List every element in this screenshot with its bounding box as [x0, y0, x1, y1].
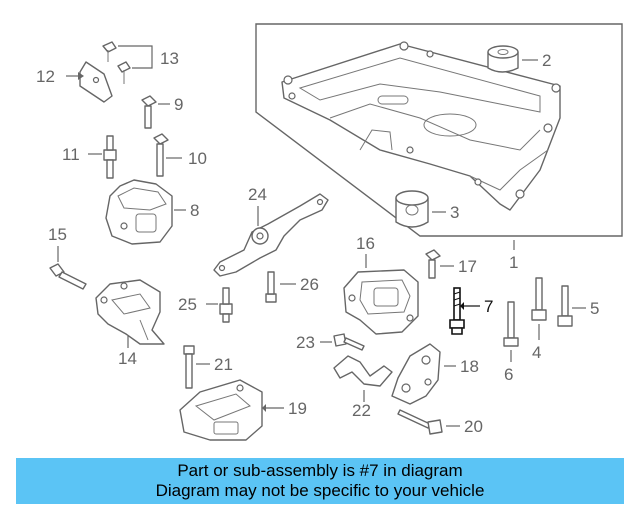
- bolt-part-15: [49, 263, 87, 290]
- parts-diagram: 2 3 1 12 13 9 11 1: [36, 23, 623, 441]
- callout-20: 20: [464, 417, 483, 436]
- callout-12: 12: [36, 67, 55, 86]
- callout-19: 19: [288, 399, 307, 418]
- callout-16: 16: [356, 234, 375, 253]
- torque-arm-part-24: [213, 193, 329, 277]
- engine-mount-part-8: [105, 179, 173, 245]
- callout-15: 15: [48, 225, 67, 244]
- callout-5: 5: [590, 299, 599, 318]
- bolt-part-23: [333, 333, 365, 351]
- bolt-part-21: [183, 345, 195, 389]
- bracket-part-22: [333, 355, 393, 387]
- bushing-part-2: [487, 45, 519, 73]
- callout-7: 7: [484, 297, 493, 316]
- callout-26: 26: [300, 275, 319, 294]
- bolt-part-26: [265, 271, 277, 303]
- info-banner: Part or sub-assembly is #7 in diagram Di…: [16, 458, 624, 504]
- mount-part-19: [179, 379, 263, 441]
- bolt-part-25: [219, 287, 233, 323]
- callout-4: 4: [532, 343, 541, 362]
- bolt-part-20: [397, 409, 443, 435]
- callout-23: 23: [296, 333, 315, 352]
- callout-8: 8: [190, 201, 199, 220]
- callout-22: 22: [352, 401, 371, 420]
- bolt-part-11: [103, 135, 117, 179]
- bolts-part-13: [102, 41, 131, 84]
- mount-part-16: [343, 269, 419, 335]
- banner-line-2: Diagram may not be specific to your vehi…: [155, 481, 485, 500]
- callout-10: 10: [188, 149, 207, 168]
- callout-14: 14: [118, 349, 137, 368]
- bolt-part-7: [449, 287, 465, 335]
- bushing-part-3: [395, 190, 429, 228]
- bolt-part-4: [531, 277, 547, 321]
- bracket-part-18: [391, 343, 441, 405]
- callout-24: 24: [248, 185, 267, 204]
- callout-18: 18: [460, 357, 479, 376]
- callout-11: 11: [62, 145, 80, 164]
- bolt-part-9: [141, 95, 157, 129]
- callout-21: 21: [214, 355, 233, 374]
- callout-2: 2: [542, 51, 551, 70]
- bolt-part-5: [557, 285, 573, 327]
- bolt-part-17: [425, 249, 441, 279]
- callout-9: 9: [174, 95, 183, 114]
- banner-line-1: Part or sub-assembly is #7 in diagram: [177, 461, 463, 480]
- callout-13: 13: [160, 49, 179, 68]
- subframe-assembly: [255, 23, 623, 237]
- bolt-part-6: [503, 301, 519, 347]
- transmission-mount-part-14: [95, 279, 165, 345]
- bolt-part-10: [153, 133, 169, 177]
- callout-25: 25: [178, 295, 197, 314]
- bracket-part-12: [79, 61, 113, 103]
- callout-17: 17: [458, 257, 477, 276]
- callout-3: 3: [450, 203, 459, 222]
- callout-6: 6: [504, 365, 513, 384]
- callout-1: 1: [509, 253, 518, 272]
